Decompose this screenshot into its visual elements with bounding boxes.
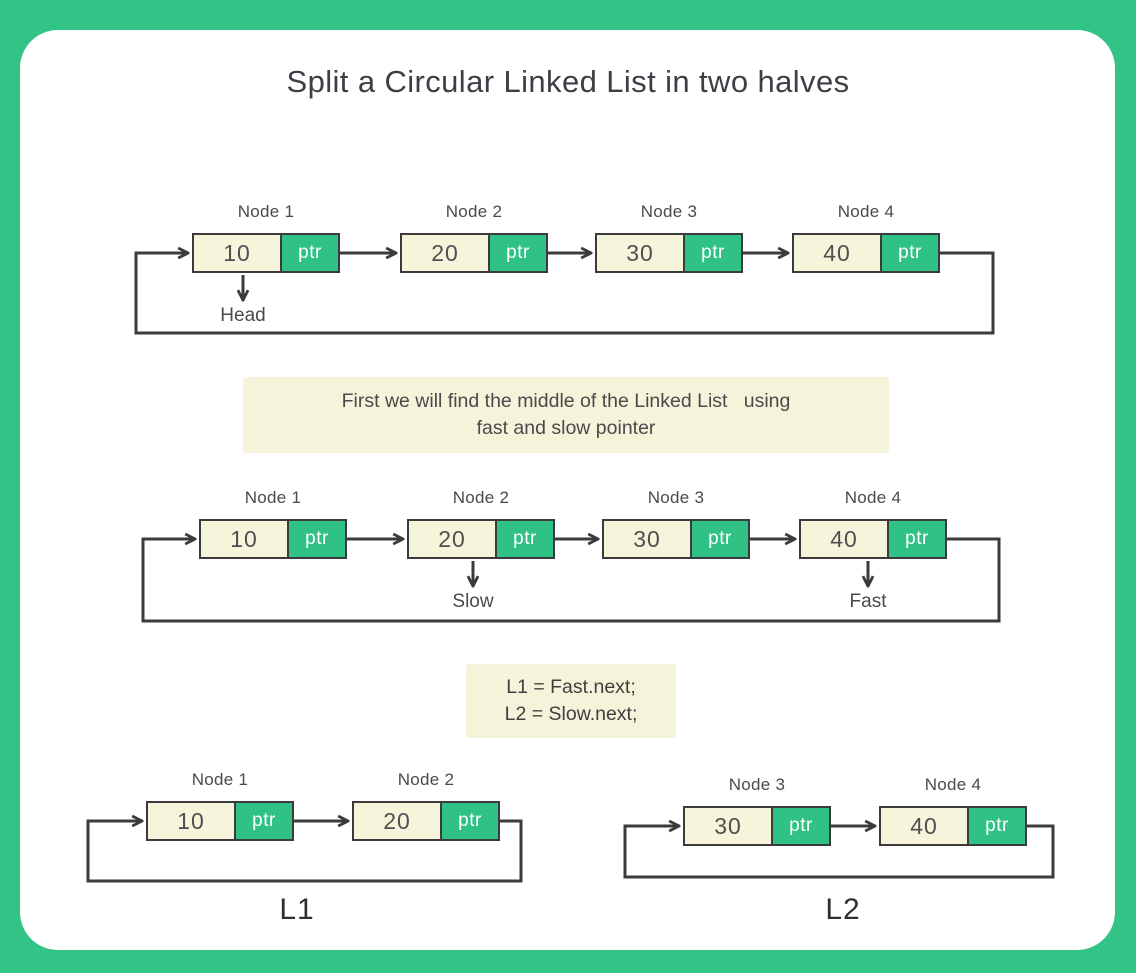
node-full2-2: Node 2 20 ptr	[407, 488, 555, 559]
node-box: 10 ptr	[192, 233, 340, 273]
node-box: 30 ptr	[595, 233, 743, 273]
node-label: Node 1	[244, 488, 302, 507]
slow-label: Slow	[452, 591, 494, 612]
note-split-code: L1 = Fast.next; L2 = Slow.next;	[466, 664, 676, 738]
node-ptr: ptr	[771, 808, 829, 844]
node-ptr: ptr	[280, 235, 338, 271]
node-label: Node 3	[640, 202, 698, 221]
node-full2-3: Node 3 30 ptr	[602, 488, 750, 559]
node-l1-1: Node 1 10 ptr	[146, 770, 294, 841]
node-value: 20	[409, 521, 495, 557]
node-full2-4: Node 4 40 ptr	[799, 488, 947, 559]
node-full1-1: Node 1 10 ptr	[192, 202, 340, 273]
node-full1-4: Node 4 40 ptr	[792, 202, 940, 273]
node-box: 30 ptr	[683, 806, 831, 846]
node-ptr: ptr	[440, 803, 498, 839]
node-label: Node 1	[191, 770, 249, 789]
content-card	[20, 30, 1115, 950]
node-box: 40 ptr	[879, 806, 1027, 846]
node-l1-2: Node 2 20 ptr	[352, 770, 500, 841]
node-box: 40 ptr	[792, 233, 940, 273]
node-box: 10 ptr	[146, 801, 294, 841]
node-ptr: ptr	[234, 803, 292, 839]
note-line: fast and slow pointer	[476, 417, 656, 439]
note-line: First we will find the middle of the Lin…	[341, 390, 791, 412]
node-value: 30	[597, 235, 683, 271]
page-title: Split a Circular Linked List in two halv…	[286, 64, 850, 99]
node-label: Node 2	[445, 202, 503, 221]
node-ptr: ptr	[488, 235, 546, 271]
node-box: 20 ptr	[352, 801, 500, 841]
node-ptr: ptr	[683, 235, 741, 271]
node-value: 20	[402, 235, 488, 271]
node-value: 10	[148, 803, 234, 839]
node-full1-2: Node 2 20 ptr	[400, 202, 548, 273]
node-label: Node 3	[647, 488, 705, 507]
node-label: Node 4	[844, 488, 902, 507]
node-ptr: ptr	[495, 521, 553, 557]
node-label: Node 4	[924, 775, 982, 794]
node-value: 40	[801, 521, 887, 557]
node-box: 20 ptr	[400, 233, 548, 273]
node-full1-3: Node 3 30 ptr	[595, 202, 743, 273]
node-label: Node 1	[237, 202, 295, 221]
node-box: 40 ptr	[799, 519, 947, 559]
node-box: 20 ptr	[407, 519, 555, 559]
l2-caption: L2	[825, 893, 861, 926]
node-value: 30	[604, 521, 690, 557]
node-label: Node 4	[837, 202, 895, 221]
fast-label: Fast	[849, 591, 887, 612]
node-value: 30	[685, 808, 771, 844]
node-ptr: ptr	[887, 521, 945, 557]
code-line: L2 = Slow.next;	[504, 703, 638, 725]
head-label: Head	[220, 305, 266, 326]
note-find-middle: First we will find the middle of the Lin…	[243, 377, 889, 453]
node-ptr: ptr	[690, 521, 748, 557]
node-box: 10 ptr	[199, 519, 347, 559]
node-l2-3: Node 3 30 ptr	[683, 775, 831, 846]
node-value: 10	[194, 235, 280, 271]
node-ptr: ptr	[287, 521, 345, 557]
l1-caption: L1	[279, 893, 315, 926]
node-value: 40	[881, 808, 967, 844]
node-ptr: ptr	[880, 235, 938, 271]
node-ptr: ptr	[967, 808, 1025, 844]
node-label: Node 2	[397, 770, 455, 789]
node-label: Node 3	[728, 775, 786, 794]
node-box: 30 ptr	[602, 519, 750, 559]
node-l2-4: Node 4 40 ptr	[879, 775, 1027, 846]
node-label: Node 2	[452, 488, 510, 507]
node-full2-1: Node 1 10 ptr	[199, 488, 347, 559]
node-value: 10	[201, 521, 287, 557]
node-value: 40	[794, 235, 880, 271]
node-value: 20	[354, 803, 440, 839]
code-line: L1 = Fast.next;	[506, 676, 636, 698]
